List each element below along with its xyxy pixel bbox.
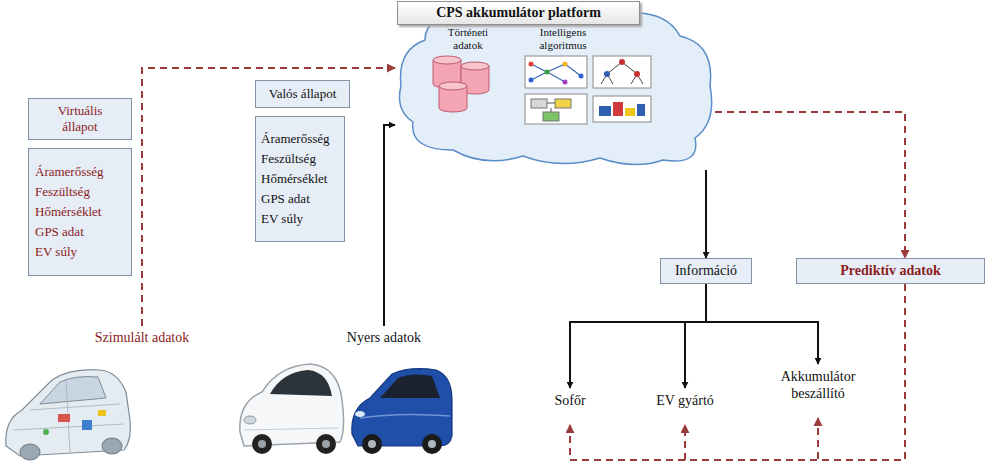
data-flow-arrow [705, 170, 707, 258]
algorithm-icons-part [634, 71, 640, 77]
simulated-car-part [6, 370, 131, 456]
white-ev-car-part [252, 434, 272, 454]
blue-ev-car-part [355, 411, 365, 417]
white-ev-car-part [316, 434, 336, 454]
algorithm-icons-part [599, 106, 611, 116]
white-ev-car-part [322, 440, 330, 448]
simulated-car-part [98, 410, 106, 416]
blue-ev-car-part [362, 434, 382, 454]
white-ev-car-part [244, 416, 256, 424]
algorithm-icons-part [531, 99, 547, 108]
dashed-arrow [715, 112, 905, 258]
algorithm-icons-part [613, 102, 623, 116]
algorithm-icons-part [637, 104, 645, 116]
dashed-arrow [142, 68, 395, 326]
component-label: Történeti adatok [435, 26, 501, 52]
dashed-arrow [685, 284, 905, 460]
algorithm-icons-part [604, 71, 610, 77]
algorithm-icons-part [525, 56, 587, 88]
platform-cloud: CPS akkumulátor platformTörténeti adatok… [395, 0, 715, 170]
blue-ev-car-part [368, 440, 376, 448]
node-text: Nyers adatok [329, 329, 439, 347]
algorithm-icons-part [563, 80, 568, 85]
data-flow-arrow [685, 284, 706, 388]
database-icon-part [433, 56, 461, 64]
simulated-car-part [20, 444, 40, 460]
predictive-box: Prediktív adatok [796, 258, 985, 284]
blue-ev-car-part [360, 414, 450, 418]
white-ev-car-part [270, 370, 332, 396]
algorithm-icons-part [543, 112, 559, 121]
blue-ev-car-part [422, 434, 442, 454]
algorithm-icons-part [525, 94, 587, 124]
info-box: Információ [660, 258, 752, 284]
cloud-outline [395, 0, 715, 170]
data-flow-arrow [706, 284, 818, 364]
database-icon-part [439, 82, 467, 90]
blue-ev-car-part [428, 440, 436, 448]
algorithm-icons-part [529, 62, 534, 67]
stakeholder: Sofőr [540, 388, 600, 425]
simulated-car-part [58, 414, 70, 422]
blue-ev-car [352, 369, 452, 454]
algorithm-icons [525, 56, 651, 124]
node-text: Információ [661, 262, 751, 280]
simulated-car [6, 370, 131, 460]
simulated-car-part [43, 429, 49, 435]
simulated-car-part [82, 420, 92, 430]
stakeholder: Akkumulátor beszállító [770, 364, 866, 418]
source-label: Szimulált adatok [72, 326, 212, 350]
simulated-car-part [40, 377, 106, 404]
white-ev-car-part [244, 428, 338, 430]
algorithm-icons-part [625, 108, 635, 116]
data-flow-arrow [384, 125, 395, 326]
node-text: Prediktív adatok [797, 262, 984, 280]
data-flow-arrow [570, 284, 706, 388]
node-text: Áramerősség Feszültség Hőmérséklet GPS a… [35, 162, 97, 262]
algorithm-icons-part [579, 74, 584, 79]
algorithm-icons-part [593, 96, 651, 122]
dashed-arrow [570, 284, 905, 460]
node-text: Sofőr [540, 392, 600, 409]
algorithm-icons-part [563, 62, 568, 67]
node-text: EV gyártó [640, 392, 730, 409]
measurement-box: Áramerősség Feszültség Hőmérséklet GPS a… [255, 116, 345, 242]
blue-ev-car-part [380, 374, 440, 398]
stakeholder: EV gyártó [640, 388, 730, 425]
algorithm-icons-part [547, 103, 555, 112]
node-text: Valós állapot [256, 86, 349, 102]
source-label: Nyers adatok [329, 326, 439, 350]
component-label: Intelligens algoritmus [523, 26, 603, 52]
algorithm-icons-part [619, 59, 625, 65]
platform-title: CPS akkumulátor platform [397, 1, 640, 25]
state-box: Virtuális állapot [28, 98, 132, 140]
node-text: Szimulált adatok [72, 329, 212, 347]
algorithm-icons-part [555, 99, 571, 108]
white-ev-car [240, 364, 344, 454]
white-ev-car-part [240, 364, 344, 446]
cloud-outline-part [400, 7, 712, 165]
node-text: Virtuális állapot [45, 103, 115, 135]
simulated-car-part [102, 438, 122, 454]
algorithm-icons-part [545, 70, 550, 75]
node-text: Akkumulátor beszállító [770, 368, 866, 402]
database-icon [433, 56, 489, 112]
measurement-box: Áramerősség Feszültség Hőmérséklet GPS a… [28, 148, 132, 276]
white-ev-car-part [258, 440, 266, 448]
algorithm-icons-part [529, 78, 534, 83]
database-icon-part [461, 62, 489, 70]
algorithm-icons-part [593, 56, 651, 88]
algorithm-icons-part [601, 62, 643, 84]
node-text: Áramerősség Feszültség Hőmérséklet GPS a… [261, 129, 323, 229]
state-box: Valós állapot [255, 80, 350, 108]
algorithm-icons-part [531, 64, 581, 82]
blue-ev-car-part [352, 369, 452, 446]
